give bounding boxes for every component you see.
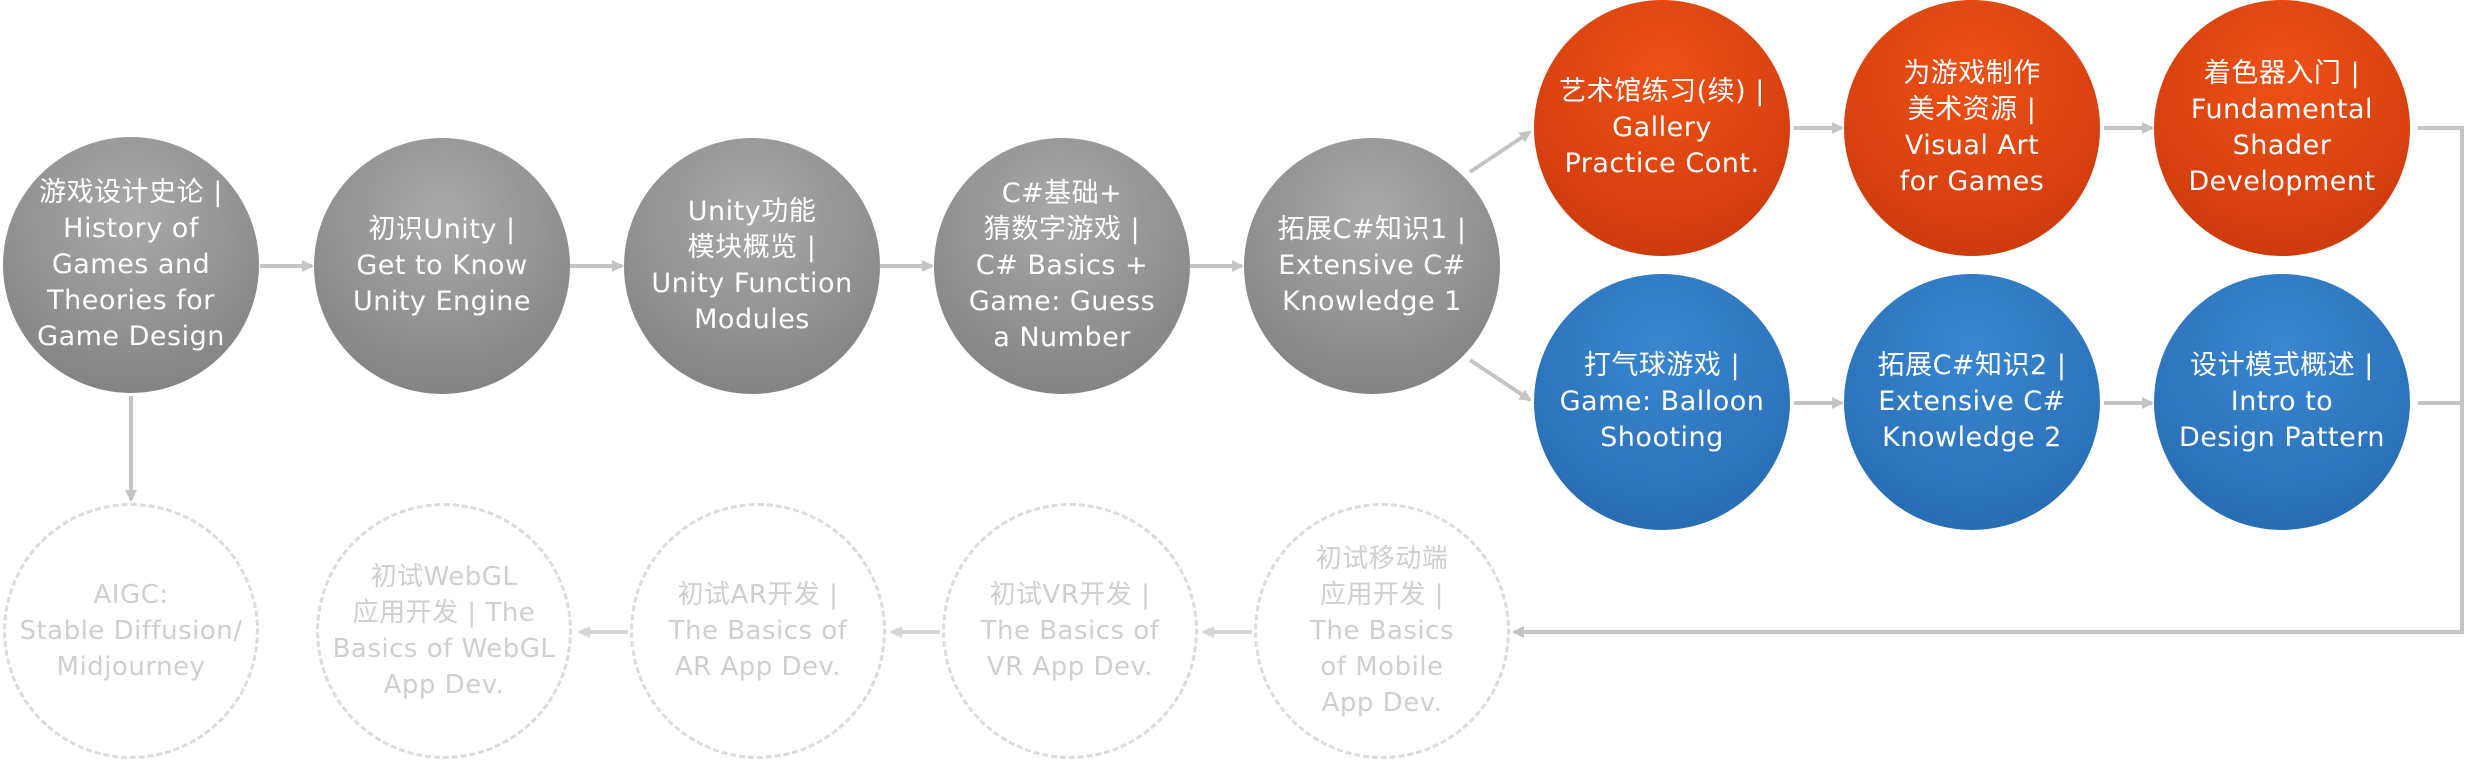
node-line: 拓展C#知识1 |: [1277, 214, 1467, 245]
node-label: C#基础+ 猜数字游戏 | C# Basics + Game: Guess a …: [959, 176, 1165, 356]
node-webgl: 初试WebGL 应用开发 | The Basics of WebGL App D…: [316, 503, 572, 759]
node-gallery-practice: 艺术馆练习(续) | Gallery Practice Cont.: [1534, 0, 1790, 256]
node-line: 打气球游戏 |: [1583, 350, 1741, 381]
node-label: 初识Unity | Get to Know Unity Engine: [343, 212, 541, 320]
node-line: Shader: [2232, 130, 2332, 161]
node-line: 应用开发 |: [1319, 580, 1444, 610]
node-shader: 着色器入门 | Fundamental Shader Development: [2154, 0, 2410, 256]
node-line: 初试WebGL: [370, 562, 518, 592]
node-line: 猜数字游戏 |: [983, 214, 1141, 245]
node-line: Basics of WebGL: [332, 634, 556, 664]
node-balloon-shooting: 打气球游戏 | Game: Balloon Shooting: [1534, 274, 1790, 530]
node-label: 拓展C#知识1 | Extensive C# Knowledge 1: [1268, 212, 1477, 320]
node-label: 着色器入门 | Fundamental Shader Development: [2178, 56, 2385, 200]
node-csharp-extensive-2: 拓展C#知识2 | Extensive C# Knowledge 2: [1844, 274, 2100, 530]
node-vr: 初试VR开发 | The Basics of VR App Dev.: [942, 503, 1198, 759]
node-line: Game: Balloon: [1559, 386, 1765, 417]
node-line: App Dev.: [1321, 688, 1443, 718]
node-line: 美术资源 |: [1907, 94, 2037, 125]
node-line: 艺术馆练习(续) |: [1559, 76, 1765, 107]
node-label: 初试AR开发 | The Basics of AR App Dev.: [659, 577, 858, 685]
node-csharp-basics: C#基础+ 猜数字游戏 | C# Basics + Game: Guess a …: [934, 138, 1190, 394]
node-line: 初试移动端: [1315, 544, 1449, 574]
node-line: 拓展C#知识2 |: [1877, 350, 2067, 381]
node-line: Knowledge 1: [1282, 286, 1462, 317]
node-label: 初试WebGL 应用开发 | The Basics of WebGL App D…: [323, 559, 566, 703]
node-label: 拓展C#知识2 | Extensive C# Knowledge 2: [1868, 348, 2077, 456]
node-design-pattern: 设计模式概述 | Intro to Design Pattern: [2154, 274, 2410, 530]
node-line: App Dev.: [383, 670, 505, 700]
node-line: Unity功能: [687, 196, 817, 227]
node-line: for Games: [1899, 166, 2045, 197]
node-line: 模块概览 |: [687, 232, 817, 263]
node-line: VR App Dev.: [986, 652, 1154, 682]
node-line: The Basics of: [980, 616, 1160, 646]
node-line: History of: [63, 213, 199, 244]
node-line: Theories for: [47, 285, 215, 316]
node-line: of Mobile: [1320, 652, 1444, 682]
node-label: Unity功能 模块概览 | Unity Function Modules: [641, 194, 862, 338]
node-visual-art: 为游戏制作 美术资源 | Visual Art for Games: [1844, 0, 2100, 256]
node-history-of-games: 游戏设计史论 | History of Games and Theories f…: [3, 137, 259, 393]
node-line: Extensive C#: [1278, 250, 1466, 281]
node-line: Shooting: [1600, 422, 1724, 453]
node-label: 初试移动端 应用开发 | The Basics of Mobile App De…: [1300, 541, 1464, 721]
node-line: Midjourney: [56, 652, 206, 682]
node-line: Extensive C#: [1878, 386, 2066, 417]
node-aigc: AIGC: Stable Diffusion/ Midjourney: [3, 503, 259, 759]
node-line: 应用开发 | The: [352, 598, 536, 628]
node-intro-unity: 初识Unity | Get to Know Unity Engine: [314, 138, 570, 394]
node-csharp-extensive-1: 拓展C#知识1 | Extensive C# Knowledge 1: [1244, 138, 1500, 394]
node-line: 为游戏制作: [1903, 58, 2041, 89]
node-line: Design Pattern: [2179, 422, 2385, 453]
node-line: Visual Art: [1904, 130, 2040, 161]
node-line: Unity Engine: [352, 286, 532, 317]
node-line: Unity Function: [651, 268, 853, 299]
node-label: 艺术馆练习(续) | Gallery Practice Cont.: [1549, 74, 1775, 182]
node-line: Games and: [51, 249, 211, 280]
node-line: Development: [2188, 166, 2376, 197]
node-mobile: 初试移动端 应用开发 | The Basics of Mobile App De…: [1254, 503, 1510, 759]
node-line: a Number: [993, 322, 1131, 353]
node-line: Practice Cont.: [1564, 148, 1760, 179]
node-line: Stable Diffusion/: [19, 616, 243, 646]
node-label: AIGC: Stable Diffusion/ Midjourney: [9, 577, 252, 685]
node-unity-modules: Unity功能 模块概览 | Unity Function Modules: [624, 138, 880, 394]
arrow-ext-1-to-balloon: [1468, 358, 1532, 402]
arrow-shader-loop-to-mobile: [1512, 126, 2464, 638]
node-ar: 初试AR开发 | The Basics of AR App Dev.: [630, 503, 886, 759]
node-line: Fundamental: [2190, 94, 2374, 125]
node-label: 为游戏制作 美术资源 | Visual Art for Games: [1890, 56, 2055, 200]
node-label: 初试VR开发 | The Basics of VR App Dev.: [971, 577, 1170, 685]
node-line: Get to Know: [356, 250, 528, 281]
node-line: 着色器入门 |: [2203, 58, 2361, 89]
node-line: Intro to: [2230, 386, 2334, 417]
node-line: 设计模式概述 |: [2190, 350, 2374, 381]
node-line: Knowledge 2: [1882, 422, 2062, 453]
node-line: Game Design: [37, 321, 225, 352]
node-line: AIGC:: [93, 580, 169, 610]
node-line: The Basics: [1309, 616, 1454, 646]
node-line: AR App Dev.: [674, 652, 842, 682]
node-line: C# Basics +: [975, 250, 1149, 281]
node-line: 初试AR开发 |: [677, 580, 839, 610]
node-line: 游戏设计史论 |: [39, 177, 223, 208]
node-label: 游戏设计史论 | History of Games and Theories f…: [27, 175, 235, 355]
node-line: Game: Guess: [968, 286, 1156, 317]
node-line: Gallery: [1612, 112, 1712, 143]
node-line: Modules: [694, 304, 810, 335]
node-label: 设计模式概述 | Intro to Design Pattern: [2169, 348, 2395, 456]
node-line: 初识Unity |: [368, 214, 516, 245]
node-label: 打气球游戏 | Game: Balloon Shooting: [1550, 348, 1775, 456]
node-line: 初试VR开发 |: [989, 580, 1151, 610]
arrow-ext-1-to-gallery: [1468, 130, 1532, 174]
node-line: C#基础+: [1001, 178, 1123, 209]
node-line: The Basics of: [668, 616, 848, 646]
